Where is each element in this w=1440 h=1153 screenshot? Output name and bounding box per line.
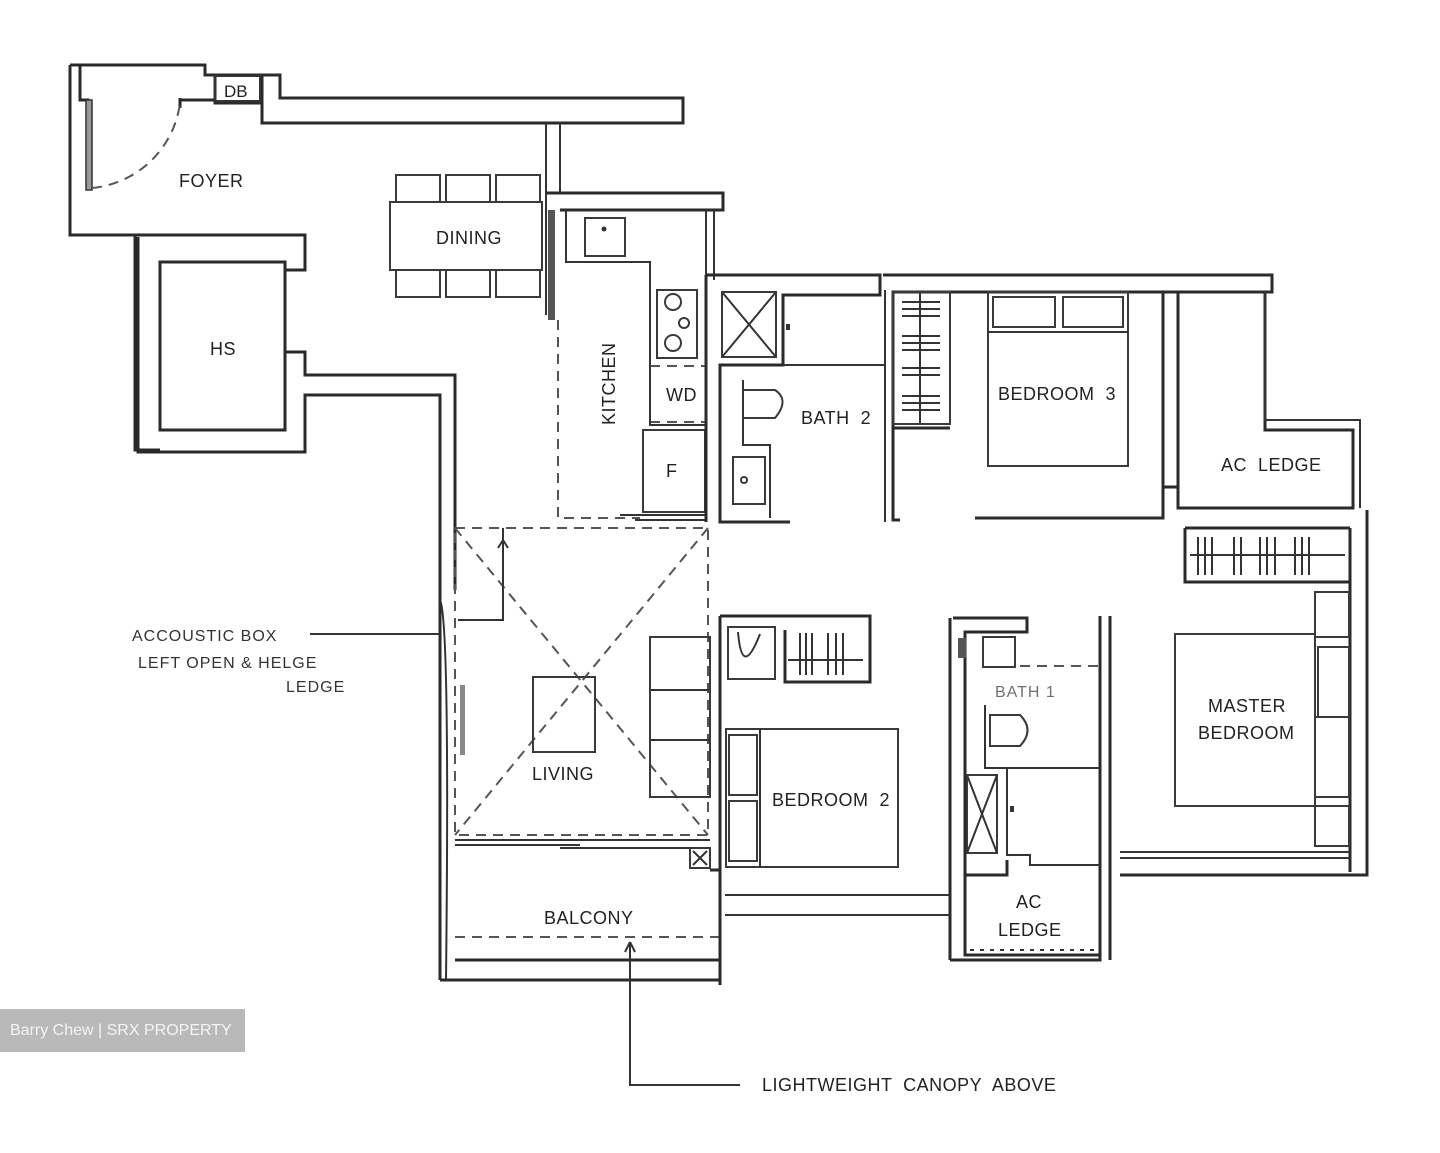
master-bath [948,616,1112,962]
canopy-note-leader [629,942,740,1086]
label-dining: DINING [436,228,502,248]
label-wd: WD [666,385,697,405]
front-door-leaf [85,99,93,191]
label-master-line2: BEDROOM [1198,723,1295,743]
bedroom-3 [883,273,1274,522]
foyer-area [68,63,685,452]
label-bath-2: BATH 2 [801,408,871,428]
label-db: DB [224,82,248,101]
note-acoustic-line3: LEDGE [286,679,345,696]
kitchen-area [546,191,725,521]
bath-2 [704,273,886,524]
label-kitchen: KITCHEN [599,342,619,425]
ac-ledge-bottom [963,865,1100,957]
label-master-line1: MASTER [1208,696,1286,716]
label-bedroom-3: BEDROOM 3 [998,384,1116,404]
label-fridge: F [666,461,678,481]
note-acoustic-line2: LEFT OPEN & HELGE [138,655,317,672]
label-ac-ledge-bottom-2: LEDGE [998,920,1062,940]
watermark: Barry Chew | SRX PROPERTY [0,1009,245,1052]
label-ac-ledge-top: AC LEDGE [1221,455,1322,475]
household-shelter [136,237,457,980]
label-living: LIVING [532,764,594,784]
label-ac-ledge-bottom-1: AC [1016,892,1042,912]
label-hs: HS [210,339,236,359]
label-foyer: FOYER [179,171,244,191]
master-bedroom [1120,510,1369,877]
dining-area [389,123,561,315]
label-master-bath: BATH 1 [995,684,1056,701]
note-canopy: LIGHTWEIGHT CANOPY ABOVE [762,1075,1056,1095]
ac-ledge-top [1176,292,1361,510]
living-area [439,527,711,981]
note-acoustic-line1: ACCOUSTIC BOX [132,628,277,645]
door-swing [91,102,181,189]
label-balcony: BALCONY [544,908,634,928]
balcony-area [440,839,722,982]
label-bedroom-2: BEDROOM 2 [772,790,890,810]
kitchen-sliding-door [548,210,555,320]
